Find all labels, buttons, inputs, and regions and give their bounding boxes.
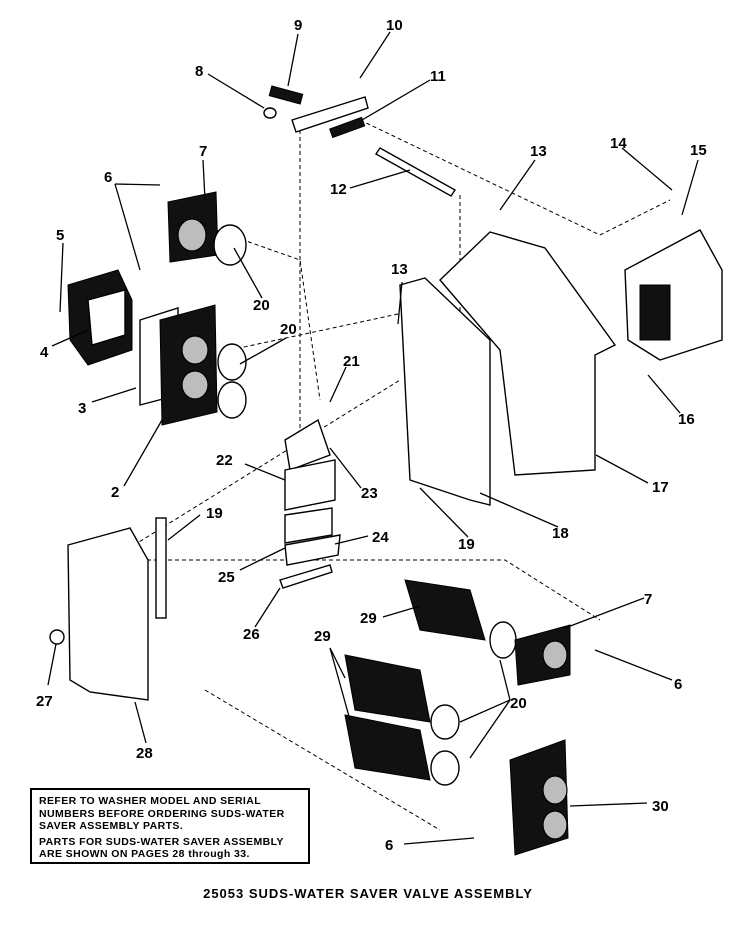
callout-30: 30 (652, 798, 669, 815)
cylinders-29-lower (344, 654, 431, 781)
clamp-rings-20-middle (217, 343, 247, 419)
callout-29-lower: 29 (314, 628, 331, 645)
plate-25 (284, 507, 333, 544)
rod-12 (374, 147, 457, 197)
switch-15 (624, 229, 723, 361)
spring-9 (268, 85, 304, 105)
callout-20-lower: 20 (510, 695, 527, 712)
strip-26 (279, 564, 333, 589)
ordering-notice-box: REFER TO WASHER MODEL AND SERIAL NUMBERS… (30, 788, 310, 864)
callout-7-upper: 7 (199, 143, 207, 160)
callout-11: 11 (430, 68, 446, 85)
diagram-caption: 25053 SUDS-WATER SAVER VALVE ASSEMBLY (203, 886, 533, 901)
valve-plate-30 (509, 739, 569, 856)
bracket-28 (67, 527, 149, 701)
callout-21: 21 (343, 353, 360, 370)
callout-19-left: 19 (206, 505, 223, 522)
plate-23 (284, 418, 331, 471)
clamp-ring-20-upper (213, 224, 247, 266)
leader-lines (47, 31, 699, 845)
spring-11 (329, 116, 366, 139)
callout-29-upper: 29 (360, 610, 377, 627)
frame-18 (399, 277, 491, 506)
washer-27 (49, 629, 65, 645)
callout-8: 8 (195, 63, 203, 80)
callout-17: 17 (652, 479, 669, 496)
callout-6-bottom: 6 (385, 837, 393, 854)
valve-plate-2 (159, 304, 218, 426)
cylinders-29-upper (404, 579, 486, 641)
callout-labels: 9 10 8 11 12 13 14 15 7 6 5 20 20 4 3 2 … (36, 17, 707, 854)
callout-18: 18 (552, 525, 569, 542)
callout-5: 5 (56, 227, 64, 244)
callout-3: 3 (78, 400, 86, 417)
callout-24: 24 (372, 529, 389, 546)
callout-6-upper: 6 (104, 169, 112, 186)
callout-10: 10 (386, 17, 403, 34)
pin-8 (263, 107, 277, 119)
callout-28: 28 (136, 745, 153, 762)
callout-16: 16 (678, 411, 695, 428)
callout-22: 22 (216, 452, 233, 469)
callout-13-mid: 13 (391, 261, 408, 278)
callout-15: 15 (690, 142, 707, 159)
callout-9: 9 (294, 17, 302, 34)
valve-body-7-lower (514, 624, 571, 686)
callout-12: 12 (330, 181, 347, 198)
callout-6-lower: 6 (674, 676, 682, 693)
callout-20-b: 20 (280, 321, 297, 338)
callout-2: 2 (111, 484, 119, 501)
bar-19 (155, 517, 167, 619)
callout-14: 14 (610, 135, 627, 152)
slide-24 (284, 534, 341, 566)
clamp-rings-20-lower (430, 621, 517, 786)
valve-body-7-upper (167, 191, 219, 263)
housing-4 (67, 269, 133, 366)
callout-13-top: 13 (530, 143, 547, 160)
callout-20-a: 20 (253, 297, 270, 314)
callout-4: 4 (40, 344, 49, 361)
callout-19-mid: 19 (458, 536, 475, 553)
callout-27: 27 (36, 693, 53, 710)
callout-25: 25 (218, 569, 235, 586)
callout-26: 26 (243, 626, 260, 643)
notice-line-2: PARTS FOR SUDS-WATER SAVER ASSEMBLY ARE … (39, 835, 284, 861)
cover-17 (439, 231, 617, 476)
callout-7-lower: 7 (644, 591, 652, 608)
plate-22 (284, 459, 336, 511)
bracket-10 (291, 96, 369, 133)
notice-line-1: REFER TO WASHER MODEL AND SERIAL NUMBERS… (39, 795, 285, 832)
callout-23: 23 (361, 485, 378, 502)
